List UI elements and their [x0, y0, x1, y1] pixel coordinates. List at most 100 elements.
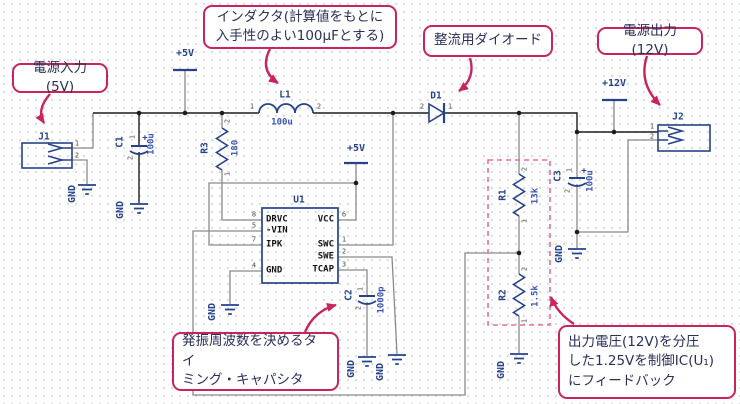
u1-pin-name-vin: -VIN	[266, 225, 288, 236]
value-c2: 1000p	[376, 286, 387, 314]
callout-feedback-line2: した1.25Vを制御IC(U₁)	[568, 353, 715, 370]
l1-pin2: 2	[316, 102, 322, 111]
l1-pin1: 1	[249, 102, 255, 111]
r3-pin1: 1	[223, 171, 232, 177]
arrow-power-output	[643, 55, 661, 106]
j2-pin1: 1	[649, 122, 655, 131]
c3-plus-mark: +	[581, 166, 587, 177]
d1-pin2: 2	[419, 102, 425, 111]
junction-dots	[136, 110, 617, 256]
callout-feedback: 出力電圧(12V)を分圧 した1.25Vを制御IC(U₁) にフィードバック	[558, 325, 736, 399]
value-c3: 100u	[585, 170, 596, 192]
value-r3: 180	[230, 139, 241, 157]
callout-timing-capacitor-line1: 発振周波数を決めるタイ	[182, 333, 317, 369]
inductor-l1-symbol	[258, 103, 314, 114]
callout-rectifier-diode: 整流用ダイオード	[423, 25, 553, 57]
arrow-inductor	[264, 48, 279, 84]
resistor-r2-symbol	[512, 273, 526, 317]
capacitor-c2-symbol	[357, 295, 377, 305]
net-label-12v: +12V	[601, 78, 627, 89]
callout-feedback-line1: 出力電圧(12V)を分圧	[568, 333, 700, 350]
ref-r1: R1	[497, 189, 509, 201]
c1-pin1: 1	[128, 134, 137, 140]
feedback-divider-dashed-box	[487, 159, 551, 326]
callout-inductor-line1: インダクタ(計算値をもとに	[216, 8, 384, 25]
r2-pin2: 2	[520, 266, 529, 272]
ref-j1: J1	[38, 131, 50, 143]
ref-c2: C2	[343, 289, 355, 301]
u1-pin4-num: 4	[251, 261, 257, 270]
c1-plus-mark: +	[142, 133, 148, 144]
c2-pin2: 2	[354, 305, 363, 311]
ground-symbols	[78, 184, 586, 367]
callout-arrows	[35, 48, 661, 333]
gnd-label-c1: GND	[115, 200, 126, 220]
c3-pin1: 1	[565, 167, 574, 173]
ref-c3: C3	[552, 170, 564, 182]
connector-j1-symbol	[21, 142, 73, 169]
u1-pin-name-swc: SWC	[317, 239, 334, 250]
value-c1: 100u	[146, 133, 157, 155]
component-symbols	[21, 68, 711, 367]
arrow-timing-cap	[303, 303, 337, 333]
u1-pin8-num: 8	[251, 210, 257, 219]
ref-u1: U1	[293, 194, 305, 206]
r1-pin2: 2	[520, 166, 529, 172]
net-label-5v-vcc: +5V	[346, 143, 366, 154]
r2-pin1: 1	[520, 318, 529, 324]
u1-pin-name-gnd: GND	[266, 265, 283, 276]
value-r2: 1.5k	[530, 285, 541, 307]
u1-pin7-num: 7	[251, 235, 257, 244]
c3-pin2: 2	[563, 188, 572, 194]
j2-pin2: 2	[649, 132, 655, 141]
diode-d1-symbol	[428, 102, 446, 124]
net-label-5v-input: +5V	[175, 48, 195, 59]
u1-pin5-num: 5	[251, 221, 257, 230]
gnd-label-swe: GND	[375, 362, 386, 382]
ref-d1: D1	[430, 90, 442, 102]
value-r1: 13k	[530, 187, 541, 205]
gnd-label-c3: GND	[554, 244, 565, 264]
callout-inductor-line2: 入手性のよい100μFとする)	[215, 28, 385, 44]
capacitor-c3-symbol	[567, 177, 587, 187]
c1-pin2: 2	[126, 155, 135, 161]
gnd-label-j1: GND	[67, 184, 78, 204]
gnd-label-r2: GND	[496, 360, 507, 380]
r3-pin2: 2	[223, 118, 232, 124]
arrow-rectifier	[458, 57, 473, 92]
callout-rectifier-diode-text: 整流用ダイオード	[434, 32, 542, 49]
u1-pin2-num: 2	[341, 247, 347, 256]
resistor-r3-symbol	[215, 127, 229, 171]
callout-power-output: 電源出力(12V)	[597, 23, 703, 58]
callout-timing-capacitor: 発振周波数を決めるタイ ミング・キャパシタ	[172, 332, 339, 391]
u1-pin-name-tcap: TCAP	[312, 264, 334, 275]
callout-power-input: 電源入力(5V)	[12, 60, 108, 95]
value-l1: 100u	[271, 117, 293, 128]
callout-power-input-text: 電源入力(5V)	[33, 59, 87, 96]
u1-pin-name-ipk: IPK	[266, 239, 283, 250]
capacitor-c1-symbol	[129, 145, 149, 155]
r1-pin1: 1	[520, 218, 529, 224]
connector-j2-symbol	[657, 124, 711, 152]
callout-feedback-line3: にフィードバック	[568, 372, 676, 389]
c2-pin1: 1	[356, 286, 365, 292]
ref-l1: L1	[279, 89, 291, 101]
u1-pin1-num: 1	[341, 235, 347, 244]
j1-pin1: 1	[74, 139, 80, 148]
u1-pin6-num: 6	[341, 210, 347, 219]
ref-j2: J2	[672, 111, 684, 123]
gnd-label-u1: GND	[207, 302, 218, 322]
d1-pin1: 1	[447, 102, 453, 111]
wires-main-rail	[93, 112, 658, 203]
u1-pin-name-drvc: DRVC	[266, 214, 288, 225]
gnd-label-c2: GND	[346, 359, 357, 379]
u1-pin3-num: 3	[341, 260, 347, 269]
callout-power-output-text: 電源出力(12V)	[623, 22, 677, 59]
callout-timing-capacitor-line2: ミング・キャパシタ	[182, 372, 304, 389]
ref-r3: R3	[199, 142, 211, 154]
ic-u1-body	[261, 207, 339, 284]
callout-inductor: インダクタ(計算値をもとに 入手性のよい100μFとする)	[203, 5, 397, 49]
arrow-power-input	[35, 93, 51, 124]
